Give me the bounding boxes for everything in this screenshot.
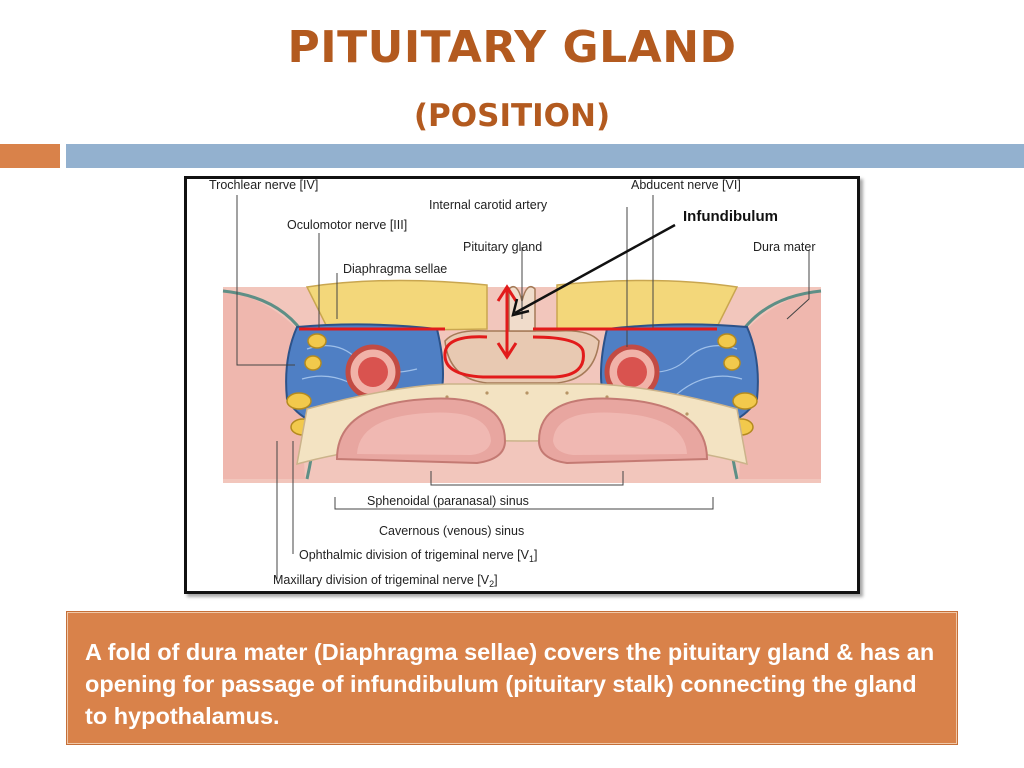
red-arrow-head-bottom [496,342,518,360]
slide-subtitle: (POSITION) [413,98,611,134]
right-sinus-mucosa [553,412,687,455]
label-dura-mater: Dura mater [753,240,816,254]
label-ophthalmic-division: Ophthalmic division of trigeminal nerve … [299,548,537,564]
left-temporal-tissue [223,289,305,479]
accent-bar-blue [66,144,1024,168]
pituitary-cross-section-diagram: Trochlear nerve [IV] Internal carotid ar… [209,179,822,589]
left-sinus-mucosa [357,412,491,455]
infundibulum-arrow [514,223,676,315]
leader-lines [236,195,810,579]
label-diaphragma-sellae: Diaphragma sellae [343,262,447,276]
red-arrow-head-top [496,284,518,302]
label-oculomotor-nerve: Oculomotor nerve [III] [287,218,407,232]
label-maxillary-division: Maxillary division of trigeminal nerve [… [273,573,498,589]
slide-title: PITUITARY GLAND [287,22,737,73]
gland-outline [443,335,585,379]
explanation-callout: A fold of dura mater (Diaphragma sellae)… [66,611,958,745]
label-pituitary-gland: Pituitary gland [463,240,542,254]
label-trochlear-nerve: Trochlear nerve [IV] [209,179,318,192]
left-brain-base [305,279,488,331]
right-brain-base [556,279,739,331]
right-carotid-lumen [617,357,647,387]
pituitary-gland [444,329,600,384]
right-temporal-tissue [739,289,821,479]
infundibulum-arrow-head [511,298,530,317]
explanation-text: A fold of dura mater (Diaphragma sellae)… [85,639,935,729]
label-cavernous-sinus: Cavernous (venous) sinus [379,524,524,538]
anatomy-figure: Trochlear nerve [IV] Internal carotid ar… [184,176,860,594]
label-sphenoidal-sinus: Sphenoidal (paranasal) sinus [367,494,529,508]
left-carotid-lumen [358,357,388,387]
label-infundibulum: Infundibulum [683,208,778,225]
accent-bar-orange [0,144,60,168]
label-abducent-nerve: Abducent nerve [VI] [631,179,741,192]
label-internal-carotid-artery: Internal carotid artery [429,198,548,212]
